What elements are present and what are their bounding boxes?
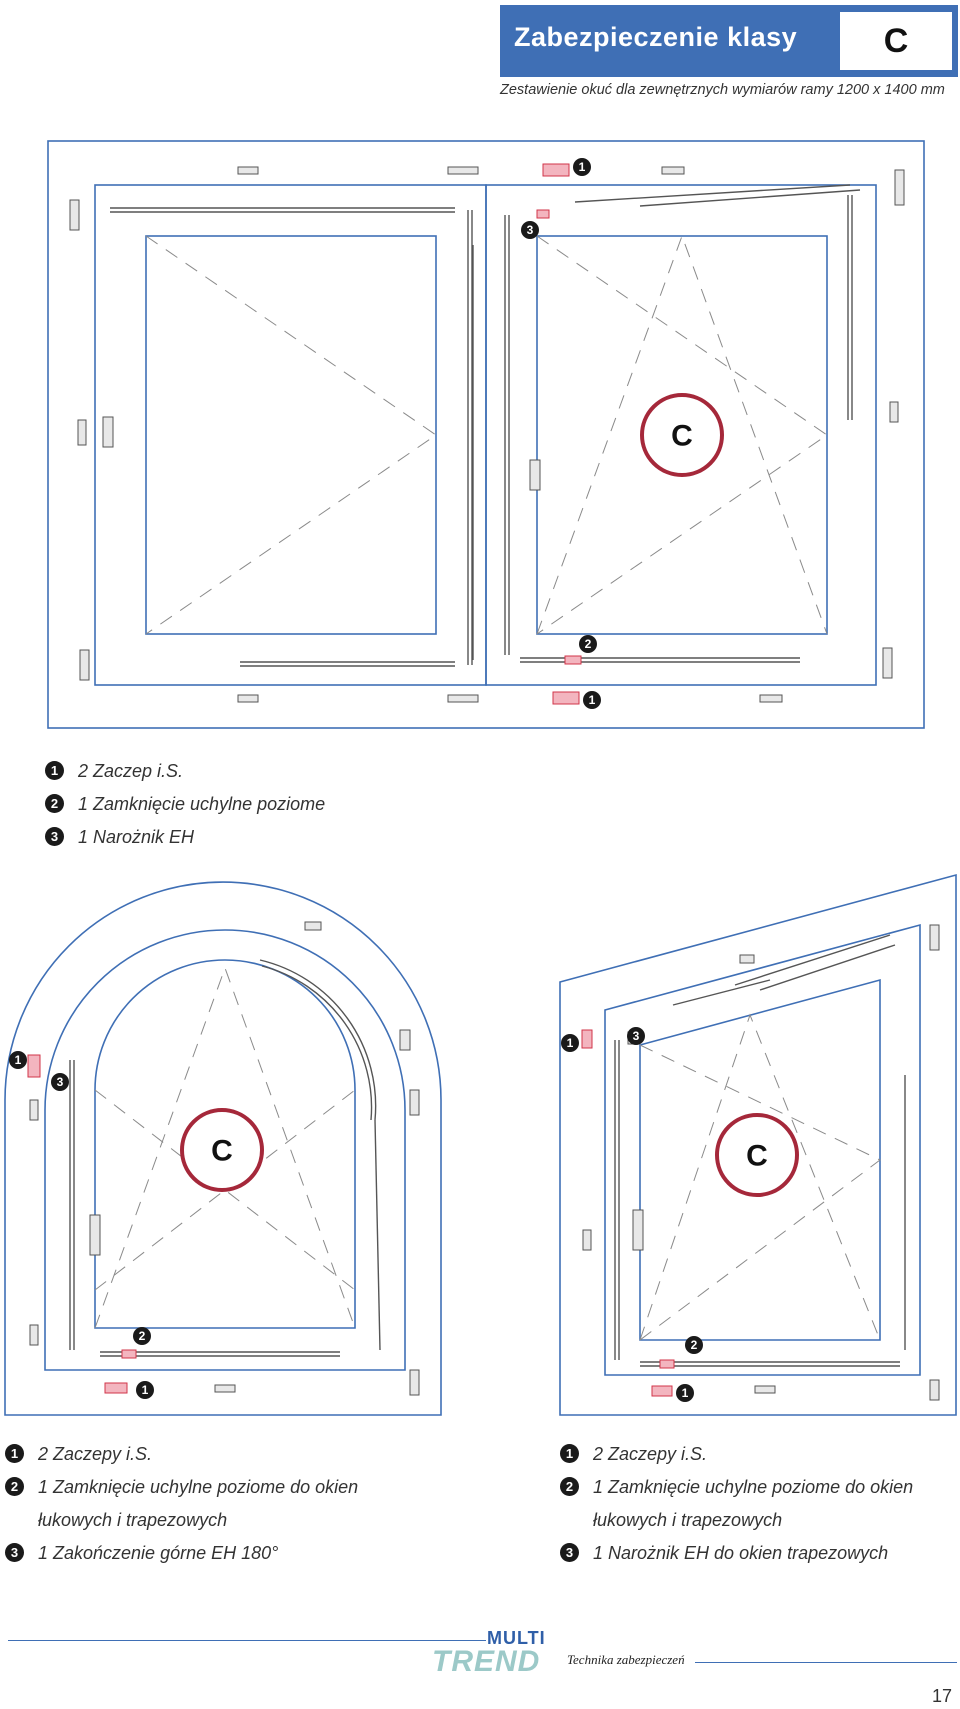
marker-3 (521, 221, 539, 239)
page-subtitle: Zestawienie okuć dla zewnętrznych wymiar… (500, 82, 945, 98)
svg-text:1: 1 (589, 693, 596, 707)
double-window-drawing: C 1 3 2 1 (47, 140, 925, 729)
svg-text:1: 1 (567, 1036, 574, 1050)
class-c-badge-3 (715, 1113, 799, 1197)
page-title: Zabezpieczenie klasy (514, 22, 798, 52)
marker-1 (136, 1381, 154, 1399)
trapezoid-window-drawing: C 1 3 2 1 (559, 873, 957, 1416)
marker-1 (583, 691, 601, 709)
brand-tagline: Technika zabezpieczeń (567, 1652, 685, 1667)
right-turn-lines (536, 235, 828, 635)
legend-item-continued: łukowych i trapezowych (38, 1510, 228, 1530)
brand-logo-trend: TREND (432, 1645, 541, 1678)
class-c-badge-1-label: C (671, 420, 693, 453)
left-opening-lines (145, 235, 437, 635)
arched-sash-frame (44, 929, 406, 1371)
marker-2 (685, 1336, 703, 1354)
svg-text:1: 1 (15, 1053, 22, 1067)
svg-text:1: 1 (142, 1383, 149, 1397)
class-c-badge-1 (640, 393, 724, 477)
left-sash-frame (94, 184, 487, 686)
marker-1 (9, 1051, 27, 1069)
trapezoid-strike-top (581, 1029, 593, 1049)
arched-window-drawing: C 1 3 2 1 (4, 881, 442, 1416)
trapezoid-tilt-lines (639, 1013, 881, 1341)
outer-frame (47, 140, 925, 729)
right-tilt-lines (536, 234, 828, 635)
left-glass (145, 235, 437, 635)
trapezoid-tilt-lock (659, 1359, 675, 1369)
trapezoid-strike-bottom (651, 1385, 673, 1397)
corner-eh (536, 209, 550, 219)
marker-1 (561, 1034, 579, 1052)
svg-text:3: 3 (57, 1075, 64, 1089)
marker-1 (573, 158, 591, 176)
strike-plate-bottom (552, 691, 580, 705)
trapezoid-outer-frame (559, 873, 957, 1416)
svg-text:1: 1 (579, 160, 586, 174)
svg-text:2: 2 (691, 1338, 698, 1352)
right-sash-frame (485, 184, 877, 686)
tilt-lock (564, 655, 582, 665)
svg-text:3: 3 (633, 1029, 640, 1043)
svg-text:1: 1 (682, 1386, 689, 1400)
footer-rule-right (695, 1662, 957, 1663)
svg-text:2: 2 (585, 637, 592, 651)
footer-rule-left (8, 1640, 486, 1641)
arched-outer-frame (4, 881, 442, 1416)
class-c-badge-3-label: C (746, 1140, 768, 1173)
right-glass (536, 235, 828, 635)
strike-plate-top (542, 163, 570, 177)
arched-strike-top (27, 1054, 41, 1078)
marker-1 (676, 1384, 694, 1402)
arched-tilt-lock (121, 1349, 137, 1359)
arched-glass (94, 959, 356, 1329)
svg-text:2: 2 (139, 1329, 146, 1343)
security-class-box: C (840, 12, 952, 70)
page-number: 17 (932, 1686, 953, 1706)
svg-text:3: 3 (527, 223, 534, 237)
arched-strike-bottom (104, 1382, 128, 1394)
class-c-badge-2 (180, 1108, 264, 1192)
class-c-badge-2-label: C (211, 1135, 233, 1168)
marker-3 (51, 1073, 69, 1091)
marker-2 (133, 1327, 151, 1345)
legend-item-continued: łukowych i trapezowych (593, 1510, 783, 1530)
marker-3 (627, 1027, 645, 1045)
marker-2 (579, 635, 597, 653)
arched-tilt-lines (94, 966, 356, 1329)
brand-logo-multi: MULTI (487, 1628, 546, 1648)
trapezoid-sash-frame (604, 923, 921, 1376)
